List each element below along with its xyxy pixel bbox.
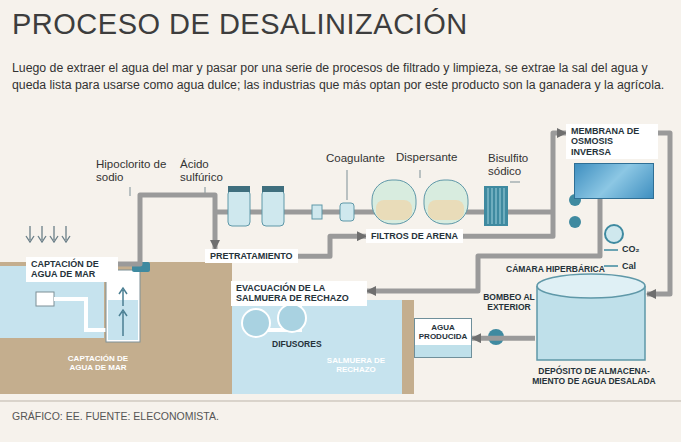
area-label: SALMUERA DE RECHAZO — [320, 356, 392, 374]
stage-label: FILTROS DE ARENA — [366, 229, 463, 243]
sand-filter — [424, 180, 468, 224]
tank-shape — [535, 272, 647, 362]
pipe-connector — [298, 236, 367, 256]
caption: GRÁFICO: EE. FUENTE: ELECONOMISTA. — [12, 410, 219, 422]
wave-arrows — [26, 226, 70, 242]
stage-label: CAPTACIÓN DE AGUA DE MAR — [26, 257, 118, 282]
tank-cap — [228, 186, 250, 192]
pretreatment-tank — [228, 190, 250, 226]
sand-bed — [428, 200, 464, 220]
area-label: DIFUSORES — [272, 340, 322, 350]
flow-arrows — [119, 288, 127, 336]
stage-label: PRETRATAMIENTO — [205, 249, 298, 263]
membrane-unit: MEMBRANA DE OSMOSIS INVERSA — [566, 124, 658, 199]
dosing-mixer — [340, 203, 354, 221]
chemical-label: CO₂ — [622, 244, 640, 254]
node-label: FILTROS DE ARENA — [366, 229, 463, 243]
tank-top — [537, 274, 645, 298]
dosing-mixer — [312, 205, 322, 219]
booster-pump — [569, 216, 581, 228]
tank-cap — [262, 186, 284, 192]
title: PROCESO DE DESALINIZACIÓN — [12, 8, 468, 41]
chemical-label: Ácido sulfúrico — [180, 158, 238, 184]
brine-water — [232, 300, 402, 394]
hyperbaric-chamber — [605, 225, 623, 243]
node-heading: DEPÓSITO DE ALMACENA- MIENTO DE AGUA DES… — [531, 367, 657, 387]
ground — [0, 262, 232, 394]
membrane-module — [574, 163, 654, 199]
chemical-label: Coagulante — [326, 152, 385, 165]
cartridge-stripes — [488, 188, 504, 224]
pipe — [466, 210, 553, 215]
node-label: MEMBRANA DE OSMOSIS INVERSA — [566, 124, 658, 159]
intake-head — [36, 292, 54, 306]
pipe-connector — [118, 195, 215, 264]
cartridge-filter — [484, 186, 508, 226]
sand-filters — [372, 180, 553, 226]
chemical-label: Cal — [622, 261, 636, 271]
chemical-label: Bisulfito sódico — [488, 152, 544, 178]
sand-filter — [372, 180, 416, 224]
node-label: EVACUACIÓN DE LA SALMUERA DE RECHAZO — [231, 281, 367, 306]
pipe-connector — [463, 133, 566, 236]
node-label: AGUA PRODUCIDA — [415, 319, 471, 345]
water-fill — [415, 345, 471, 357]
chemical-label: Hipoclorito de sodio — [96, 158, 172, 184]
diffusers — [232, 300, 414, 394]
intro-text: Luego de extraer el agua del mar y pasar… — [12, 60, 669, 93]
storage-tank: DEPÓSITO DE ALMACENA- MIENTO DE AGUA DES… — [535, 272, 647, 362]
product-box: AGUA PRODUCIDA — [414, 318, 472, 358]
node-label: CAPTACIÓN DE AGUA DE MAR — [26, 257, 118, 282]
intake-pipe — [54, 299, 110, 330]
node-label: PRETRATAMIENTO — [205, 249, 298, 263]
area-label: CAPTACIÓN DE AGUA DE MAR — [56, 354, 140, 372]
chemical-label: Dispersante — [396, 151, 457, 164]
diffuser-plume — [278, 304, 306, 332]
ground-bank — [402, 300, 414, 394]
dosing-line — [604, 250, 618, 266]
sand-bed — [376, 200, 412, 220]
footer-rule — [0, 401, 681, 402]
pipe-connector — [472, 336, 535, 341]
pretreatment-tank — [262, 190, 284, 226]
diffuser-plume — [242, 309, 270, 337]
pump-label: BOMBEO AL EXTERIOR — [481, 293, 537, 313]
sea-intake — [0, 226, 232, 394]
stage-label: EVACUACIÓN DE LA SALMUERA DE RECHAZO — [231, 281, 367, 306]
